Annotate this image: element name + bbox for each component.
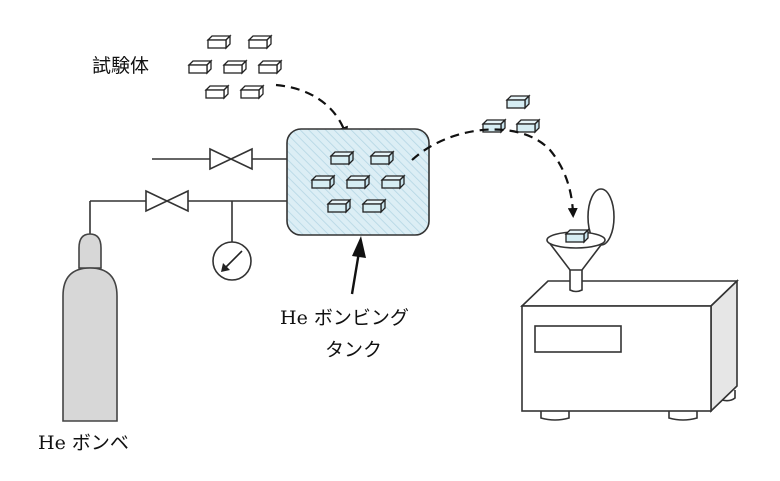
specimen-block-icon [240, 85, 264, 99]
bowtie-valve-icon [209, 147, 253, 171]
detector-display [534, 325, 622, 353]
specimen-block-icon [346, 175, 370, 189]
bombing-tank-icon [286, 128, 430, 236]
specimen-block-icon [362, 199, 386, 213]
gas-cylinder-icon [62, 233, 118, 422]
specimen-block-icon [207, 35, 231, 49]
leak-detector-icon [520, 279, 739, 421]
piping [89, 158, 287, 242]
funnel-icon [546, 188, 615, 293]
specimen-label: 試験体 [92, 55, 150, 77]
he-cylinder-label: He ボンベ [38, 432, 129, 454]
specimen-block-icon [565, 229, 589, 243]
specimen-block-icon [327, 199, 351, 213]
bombing-tank-label-line1: He ボンビング [280, 307, 409, 329]
specimen-block-icon [205, 85, 229, 99]
specimen-block-icon [506, 95, 530, 109]
specimen-group-untreated [188, 35, 282, 99]
transfer-arrow-to-detector [411, 128, 578, 218]
specimen-block-icon [188, 60, 212, 74]
specimen-block-icon [381, 175, 405, 189]
specimen-block-icon [248, 35, 272, 49]
specimen-block-icon [330, 151, 354, 165]
specimen-group-transit [482, 95, 540, 133]
specimen-block-icon [223, 60, 247, 74]
pressure-gauge-icon [212, 241, 252, 281]
bombing-tank-label-line2: タンク [325, 339, 383, 361]
specimen-block-icon [516, 119, 540, 133]
specimen-block-icon [258, 60, 282, 74]
specimen-block-icon [370, 151, 394, 165]
tank-pointer-arrow [350, 236, 366, 295]
bowtie-valve-icon [145, 189, 189, 213]
specimen-block-icon [311, 175, 335, 189]
transfer-arrow-to-tank [275, 83, 348, 137]
